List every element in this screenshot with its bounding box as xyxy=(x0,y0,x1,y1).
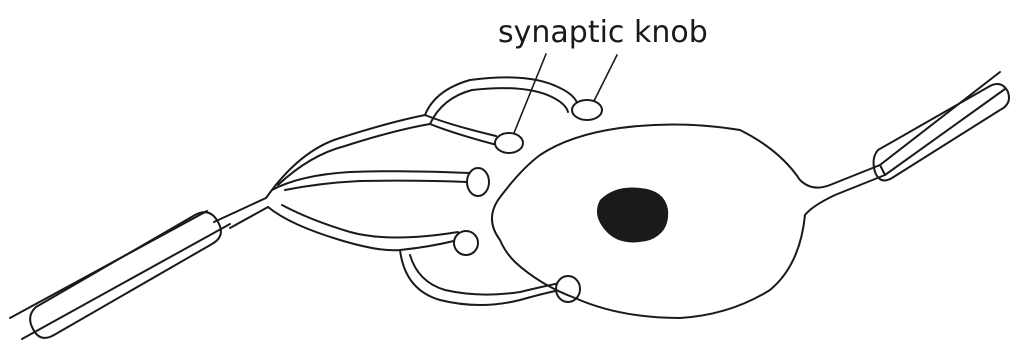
branch-lower-outer-inner xyxy=(410,255,560,295)
synaptic-knob-1 xyxy=(572,100,602,120)
outgoing-axon-inner xyxy=(885,89,1005,175)
axon-trunk-lower xyxy=(230,207,268,228)
nucleus xyxy=(597,188,668,243)
label-leader-line-2 xyxy=(594,55,617,101)
synaptic-knob-3 xyxy=(467,168,489,196)
synaptic-knob-label: synaptic knob xyxy=(498,15,708,50)
branch-lower-middle xyxy=(268,207,458,250)
branch-middle-inner xyxy=(285,181,467,190)
outgoing-axon-outer xyxy=(880,72,1000,165)
synaptic-knob-4 xyxy=(454,231,478,255)
incoming-axon-inner xyxy=(22,224,230,339)
myelin-sheath-right xyxy=(874,84,1009,180)
branch-lower-middle-inner xyxy=(282,205,458,238)
axon-trunk xyxy=(214,198,266,222)
cell-body xyxy=(492,124,885,318)
synaptic-knob-2 xyxy=(495,133,523,153)
